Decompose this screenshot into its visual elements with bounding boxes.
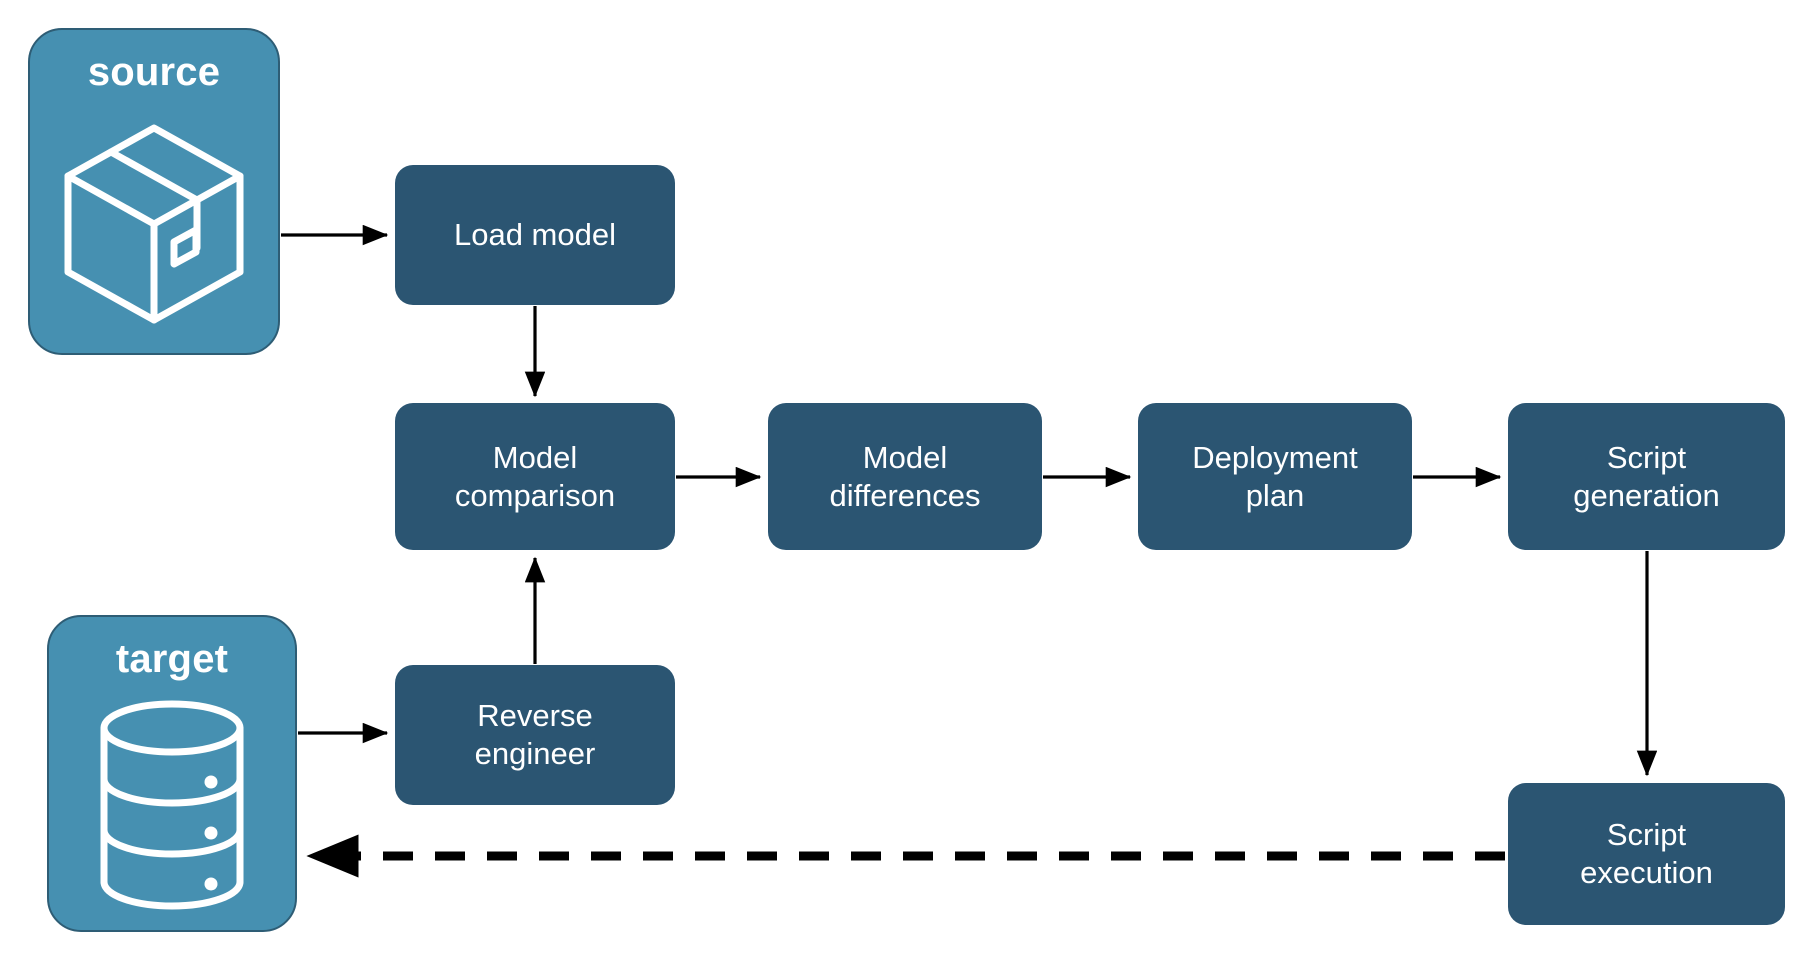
label-line-1: Script <box>1606 817 1687 853</box>
process-script-execution-label: Script execution <box>1580 816 1713 892</box>
node-source[interactable]: source <box>28 28 280 355</box>
node-source-label: source <box>87 50 221 94</box>
process-script-generation[interactable]: Script generation <box>1508 403 1785 550</box>
label-line-2: plan <box>1245 477 1305 513</box>
label-line-1: Deployment <box>1192 439 1358 475</box>
process-model-comparison-label: Model comparison <box>455 439 615 515</box>
process-deployment-plan-label: Deployment plan <box>1192 439 1357 515</box>
process-model-differences[interactable]: Model differences <box>768 403 1042 550</box>
label-line-1: Reverse <box>477 698 593 734</box>
label-line-2: comparison <box>454 477 616 513</box>
label-line-2: generation <box>1573 477 1720 513</box>
label-line-1: Script <box>1606 439 1687 475</box>
process-model-comparison[interactable]: Model comparison <box>395 403 675 550</box>
database-cylinder-icon <box>49 679 295 930</box>
label-line-1: Model <box>492 439 578 475</box>
package-box-icon <box>30 92 278 353</box>
process-reverse-engineer-label: Reverse engineer <box>475 697 596 773</box>
label-line-1: Model <box>862 439 948 475</box>
process-deployment-plan[interactable]: Deployment plan <box>1138 403 1412 550</box>
node-target-label: target <box>115 637 229 681</box>
label-line-2: engineer <box>474 736 596 771</box>
node-target[interactable]: target <box>47 615 297 932</box>
label-line-2: differences <box>829 477 981 513</box>
process-reverse-engineer[interactable]: Reverse engineer <box>395 665 675 805</box>
process-script-generation-label: Script generation <box>1573 439 1720 515</box>
process-load-model-label: Load model <box>453 217 616 253</box>
label-line-2: execution <box>1580 855 1713 890</box>
process-model-differences-label: Model differences <box>829 439 980 515</box>
process-script-execution[interactable]: Script execution <box>1508 783 1785 925</box>
process-load-model[interactable]: Load model <box>395 165 675 305</box>
